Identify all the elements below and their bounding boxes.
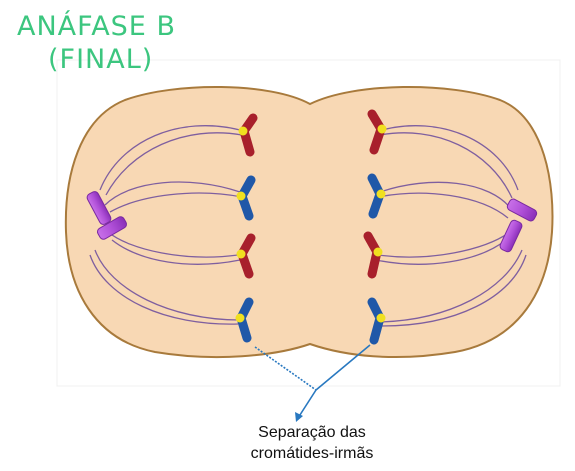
- centromere: [238, 126, 248, 136]
- centriole-icon: [86, 191, 112, 225]
- centromeres-right: [373, 124, 387, 323]
- centromeres-left: [235, 126, 248, 323]
- title-line-1: ANÁFASE B: [17, 11, 176, 42]
- cell-membrane: [64, 85, 554, 359]
- centromere: [236, 191, 246, 201]
- centriole-pair-left: [86, 191, 128, 240]
- centromere: [376, 313, 386, 323]
- centromere: [376, 189, 386, 199]
- spindle-fibers-right: [375, 125, 527, 327]
- centriole-pair-right: [499, 198, 538, 253]
- centriole-icon: [499, 219, 523, 253]
- caption-line-1: Separação das: [258, 424, 366, 441]
- title-line-2: (FINAL): [48, 44, 154, 75]
- centriole-icon: [506, 198, 538, 222]
- caption-pointer: [254, 344, 371, 422]
- centromere: [236, 249, 246, 259]
- centromere: [373, 247, 383, 257]
- caption-line-2: cromátides-irmãs: [250, 445, 374, 462]
- centromere: [377, 124, 387, 134]
- spindle-fibers-left: [89, 125, 243, 325]
- centromere: [235, 313, 245, 323]
- centriole-icon: [96, 216, 128, 240]
